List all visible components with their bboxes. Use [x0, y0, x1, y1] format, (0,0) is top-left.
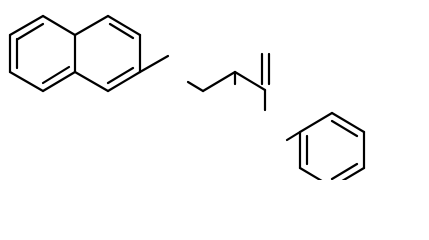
carbonyl-group: [233, 52, 271, 92]
molecule-diagram: [8, 14, 366, 180]
ether-linkage: [138, 54, 237, 93]
naphthalene-right-ring: [73, 14, 142, 93]
dimethylphenyl-ring: [298, 111, 366, 180]
amide-linkage: [263, 88, 302, 142]
structure-canvas: [8, 14, 366, 180]
naphthalene-left-ring: [8, 14, 77, 93]
